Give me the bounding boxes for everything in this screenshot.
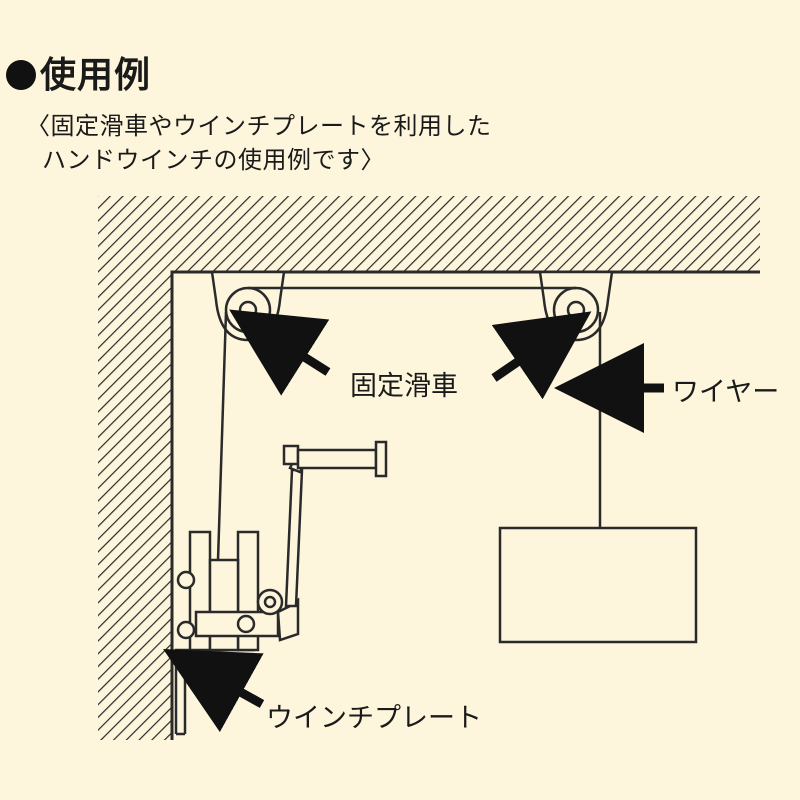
page-heading: 使用例 [6, 46, 151, 98]
heading-title: 使用例 [40, 55, 152, 96]
wire-rope [216, 286, 602, 561]
pointer-arrows [163, 309, 664, 733]
black-circle-bullet-icon [6, 60, 36, 90]
load-box [498, 526, 698, 644]
fixed-pulley-left [210, 270, 286, 342]
winch-plate-label: ウインチプレート [266, 703, 482, 734]
ceiling-wall-hatching [98, 196, 760, 740]
fixed-pulley-label: 固定滑車 [350, 371, 458, 402]
caption-line-2: ハンドウインチの使用例です〉 [42, 146, 385, 174]
hand-winch [176, 440, 388, 652]
caption-line-1: 〈固定滑車やウインチプレートを利用した [26, 112, 492, 140]
wire-label: ワイヤー [672, 377, 780, 408]
